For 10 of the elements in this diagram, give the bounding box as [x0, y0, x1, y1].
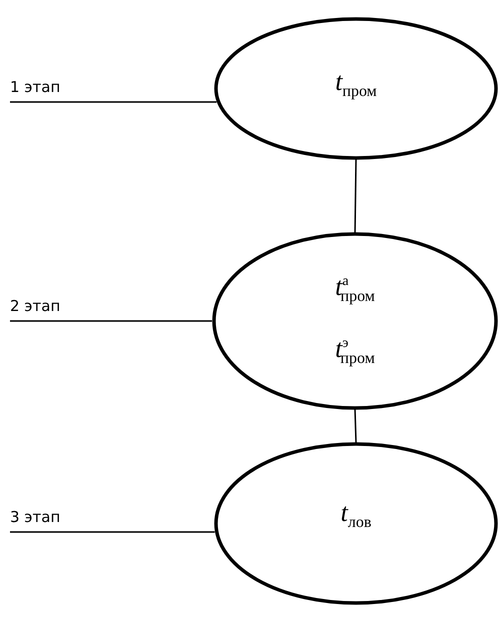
connector-line [354, 159, 357, 233]
connector-line [354, 409, 357, 443]
formula-label: t$_{лов}$ [340, 500, 372, 531]
connector-line [10, 101, 217, 103]
connector-line [10, 531, 215, 533]
stage-label: 1 этап [10, 78, 60, 96]
formula-label: t$_{пром}$ [335, 69, 377, 100]
stage-label: 2 этап [10, 297, 60, 315]
stage-label: 3 этап [10, 508, 60, 526]
connector-line [10, 320, 212, 322]
